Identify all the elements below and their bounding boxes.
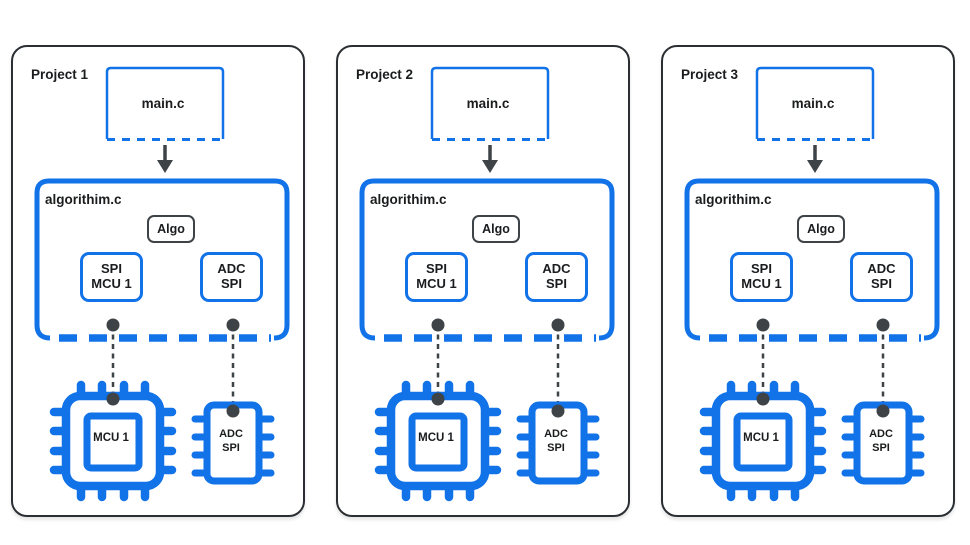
panels-row: Project 1 main.c algorithim.c Algo SPI M… bbox=[11, 45, 955, 517]
main-file-label: main.c bbox=[466, 96, 510, 111]
adc-spi-box: ADC SPI bbox=[525, 252, 588, 302]
connection-dot bbox=[876, 404, 890, 418]
algo-box: Algo bbox=[147, 215, 195, 243]
connection-dot bbox=[551, 318, 565, 332]
algorithm-file-label: algorithim.c bbox=[45, 192, 122, 207]
adc-spi-box: ADC SPI bbox=[850, 252, 913, 302]
spi-mcu-box-line2: MCU 1 bbox=[91, 276, 132, 291]
adc-chip-label-line2: SPI bbox=[547, 441, 565, 454]
algorithm-file-label: algorithim.c bbox=[695, 192, 772, 207]
algorithm-file-label: algorithim.c bbox=[370, 192, 447, 207]
algorithm-box-corner-left bbox=[359, 324, 376, 341]
arrow-down-head bbox=[482, 160, 498, 173]
algo-box-label: Algo bbox=[482, 222, 510, 236]
adc-chip-label-line1: ADC bbox=[869, 428, 893, 440]
connection-dot bbox=[431, 392, 445, 406]
mcu-chip-label: MCU 1 bbox=[743, 432, 779, 444]
project-title: Project 3 bbox=[681, 67, 739, 82]
adc-chip-label-line1: ADC bbox=[544, 428, 568, 440]
algo-box-label: Algo bbox=[807, 222, 835, 236]
project-panel: Project 1 main.c algorithim.c Algo SPI M… bbox=[11, 45, 305, 517]
algorithm-box-corner-right bbox=[273, 324, 290, 341]
spi-mcu-box-line2: MCU 1 bbox=[416, 276, 457, 291]
algorithm-box-corner-right bbox=[923, 324, 940, 341]
adc-spi-box-line1: ADC bbox=[542, 261, 571, 277]
algorithm-box-corner-left bbox=[684, 324, 701, 341]
spi-mcu-box-line1: SPI bbox=[751, 261, 772, 277]
adc-spi-box-line1: ADC bbox=[217, 261, 246, 277]
algo-box-label: Algo bbox=[157, 222, 185, 236]
main-file-label: main.c bbox=[791, 96, 835, 111]
algorithm-box-corner-left bbox=[34, 324, 51, 341]
connection-dot bbox=[431, 318, 445, 332]
connection-dot bbox=[876, 318, 890, 332]
spi-mcu-box-line2: MCU 1 bbox=[741, 276, 782, 291]
algo-box: Algo bbox=[797, 215, 845, 243]
arrow-down-head bbox=[157, 160, 173, 173]
algorithm-box-corner-right bbox=[598, 324, 615, 341]
arrow-down-head bbox=[807, 160, 823, 173]
adc-chip-label-line2: SPI bbox=[222, 441, 240, 454]
adc-chip-label: ADC SPI bbox=[851, 428, 911, 456]
connection-dot bbox=[226, 318, 240, 332]
adc-spi-box: ADC SPI bbox=[200, 252, 263, 302]
mcu-chip-label: MCU 1 bbox=[418, 432, 454, 444]
project-panel: Project 3 main.c algorithim.c Algo SPI M… bbox=[661, 45, 955, 517]
spi-mcu-box: SPI MCU 1 bbox=[730, 252, 793, 302]
spi-mcu-box-line1: SPI bbox=[426, 261, 447, 277]
connection-dot bbox=[551, 404, 565, 418]
adc-chip-label-line1: ADC bbox=[219, 428, 243, 440]
adc-spi-box-line2: SPI bbox=[871, 276, 892, 291]
main-file-label: main.c bbox=[141, 96, 185, 111]
spi-mcu-box: SPI MCU 1 bbox=[405, 252, 468, 302]
algo-box: Algo bbox=[472, 215, 520, 243]
connection-dot bbox=[756, 392, 770, 406]
connection-dot bbox=[106, 318, 120, 332]
project-title: Project 2 bbox=[356, 67, 414, 82]
spi-mcu-box: SPI MCU 1 bbox=[80, 252, 143, 302]
spi-mcu-box-line1: SPI bbox=[101, 261, 122, 277]
connection-dot bbox=[226, 404, 240, 418]
adc-chip-label: ADC SPI bbox=[526, 428, 586, 456]
adc-spi-box-line2: SPI bbox=[221, 276, 242, 291]
adc-chip-label: ADC SPI bbox=[201, 428, 261, 456]
connection-dot bbox=[756, 318, 770, 332]
adc-chip-label-line2: SPI bbox=[872, 441, 890, 454]
connection-dot bbox=[106, 392, 120, 406]
mcu-chip-label: MCU 1 bbox=[93, 432, 129, 444]
project-title: Project 1 bbox=[31, 67, 89, 82]
project-panel: Project 2 main.c algorithim.c Algo SPI M… bbox=[336, 45, 630, 517]
adc-spi-box-line2: SPI bbox=[546, 276, 567, 291]
adc-spi-box-line1: ADC bbox=[867, 261, 896, 277]
